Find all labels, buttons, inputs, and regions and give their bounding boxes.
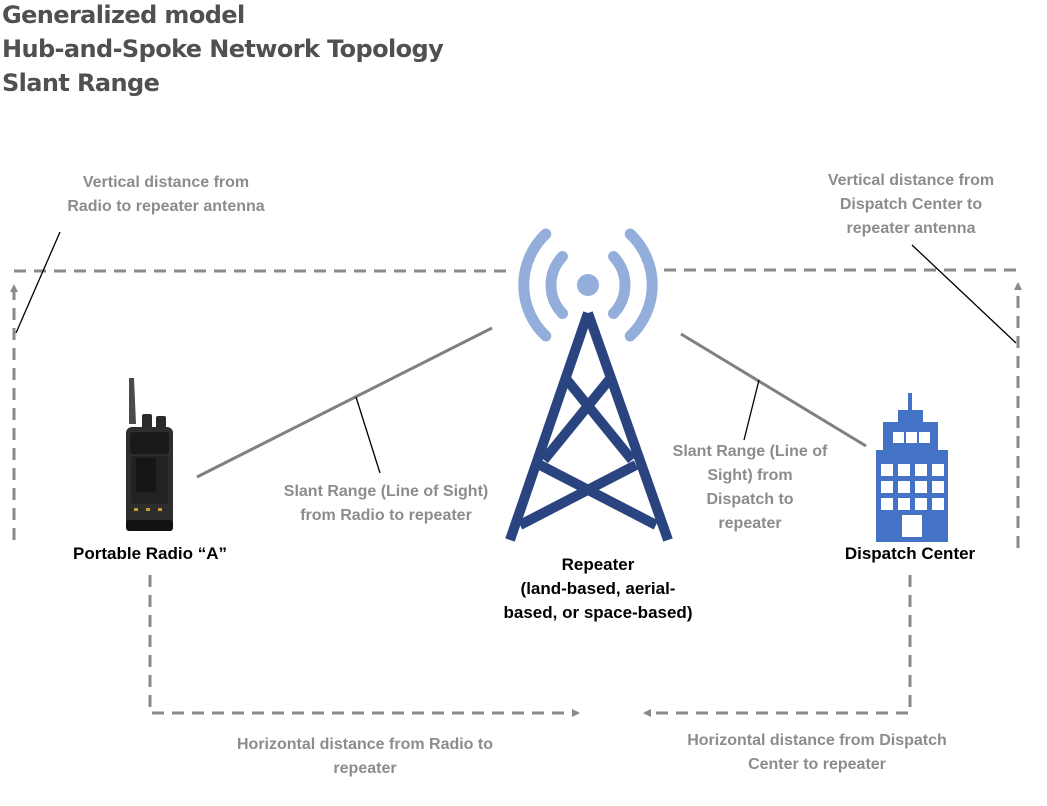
slant-range-dispatch-line-1: Slant Range (Line of: [672, 443, 828, 460]
repeater-label: Repeater (land-based, aerial- based, or …: [488, 553, 708, 625]
slant-range-dispatch-line: [680, 332, 867, 448]
slant-range-dispatch-label: Slant Range (Line of Sight) from Dispatc…: [655, 440, 845, 536]
repeater-label-line-1: Repeater: [561, 555, 635, 574]
horizontal-distance-dispatch-line-2: Center to repeater: [748, 756, 886, 773]
repeater-label-line-2: (land-based, aerial-: [520, 579, 676, 598]
slant-range-radio-line-2: from Radio to repeater: [300, 507, 472, 524]
callout-slant-dispatch: [743, 379, 760, 441]
horizontal-distance-dispatch-line-1: Horizontal distance from Dispatch: [687, 732, 947, 749]
horizontal-distance-radio-label: Horizontal distance from Radio to repeat…: [210, 733, 520, 781]
slant-range-dispatch-line-3: Dispatch to: [706, 491, 794, 508]
repeater-label-line-3: based, or space-based): [503, 603, 693, 622]
vertical-distance-radio-line-1: Vertical distance from: [82, 174, 250, 191]
radio-tower-icon: [505, 228, 673, 542]
vertical-distance-radio-line-2: Radio to repeater antenna: [67, 198, 265, 215]
callout-slant-radio: [355, 396, 381, 474]
title-line-3: Slant Range: [2, 69, 160, 97]
building-icon: [876, 393, 948, 542]
slant-range-dispatch-line-4: repeater: [718, 515, 782, 532]
vertical-distance-dispatch-line-2: Dispatch Center to: [839, 196, 983, 213]
horizontal-distance-dispatch-label: Horizontal distance from Dispatch Center…: [660, 729, 974, 777]
title-line-2: Hub-and-Spoke Network Topology: [2, 35, 444, 63]
horizontal-distance-radio-path: [148, 575, 580, 717]
horizontal-distance-dispatch-path: [643, 575, 912, 717]
slant-range-radio-label: Slant Range (Line of Sight) from Radio t…: [255, 480, 517, 528]
vertical-distance-dispatch-line-3: repeater antenna: [846, 220, 976, 237]
callout-vertical-radio: [15, 231, 61, 334]
slant-range-radio-line-1: Slant Range (Line of Sight): [283, 483, 489, 500]
callout-vertical-dispatch: [911, 244, 1017, 344]
horizontal-distance-radio-line-2: repeater: [333, 760, 397, 777]
portable-radio-icon: [126, 378, 173, 531]
vertical-distance-dispatch-line-1: Vertical distance from: [827, 172, 995, 189]
title-block: Generalized model Hub-and-Spoke Network …: [2, 0, 444, 100]
dispatch-center-label: Dispatch Center: [844, 544, 976, 563]
title-line-1: Generalized model: [2, 1, 245, 29]
vertical-distance-radio-label: Vertical distance from Radio to repeater…: [38, 171, 294, 219]
vertical-distance-dispatch-label: Vertical distance from Dispatch Center t…: [801, 169, 1021, 241]
vertical-distance-dispatch-path: [664, 268, 1022, 548]
horizontal-distance-radio-line-1: Horizontal distance from Radio to: [236, 736, 493, 753]
vertical-distance-radio-path: [10, 269, 508, 540]
slant-range-radio-line: [196, 326, 493, 479]
slant-range-dispatch-line-2: Sight) from: [707, 467, 793, 484]
portable-radio-label: Portable Radio “A”: [73, 544, 227, 563]
